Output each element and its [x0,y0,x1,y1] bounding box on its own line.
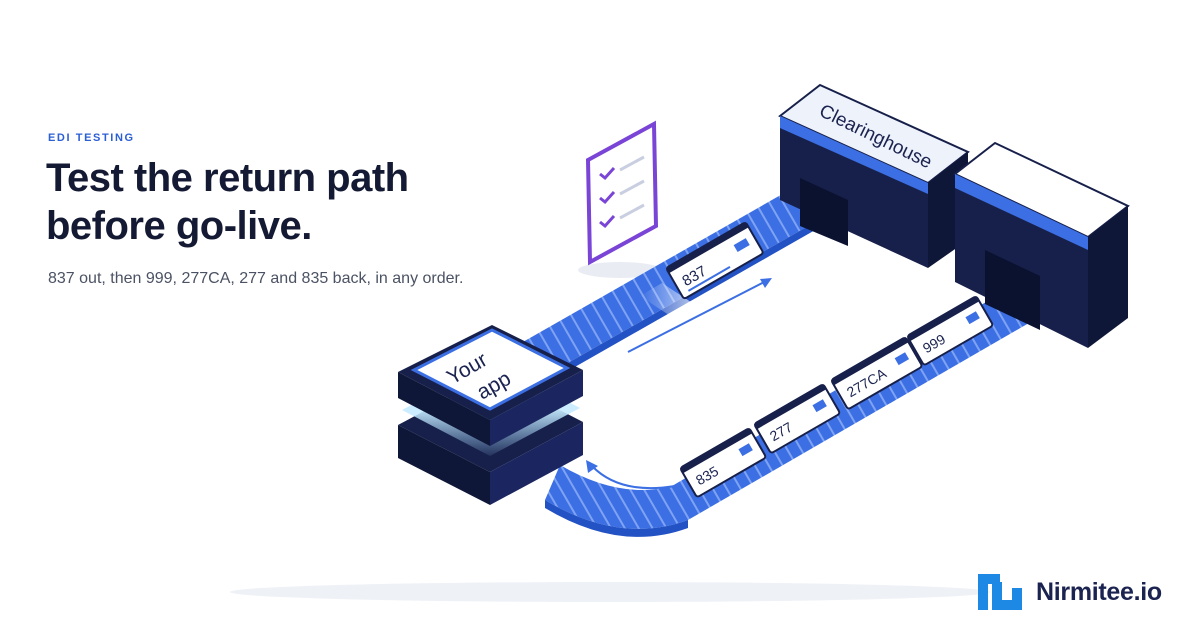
nirmitee-logo-icon [978,574,1022,610]
card-837: 837 [666,222,764,300]
subtext: 837 out, then 999, 277CA, 277 and 835 ba… [48,270,464,287]
headline-line-1: Test the return path [46,156,409,200]
clearinghouse-block-front [953,141,1130,348]
eyebrow-label: EDI TESTING [48,132,135,144]
card-999: 999 [907,296,994,366]
headline-line-2: before go-live. [46,204,312,248]
checklist-shadow [578,262,662,278]
card-277ca: 277CA [831,337,923,410]
your-app-server: Your app [398,325,583,505]
brand-name: Nirmitee.io [1036,577,1162,606]
return-arrow [586,460,676,490]
card-277: 277 [754,384,841,454]
outbound-arrow [627,278,772,353]
headline: Test the return path before go-live. [46,154,476,250]
card-835: 835 [680,428,767,498]
floor-shadow [230,582,990,602]
brand: Nirmitee.io [978,574,1162,610]
clearinghouse-block: Clearinghouse [778,83,970,268]
checklist-icon [585,120,659,266]
